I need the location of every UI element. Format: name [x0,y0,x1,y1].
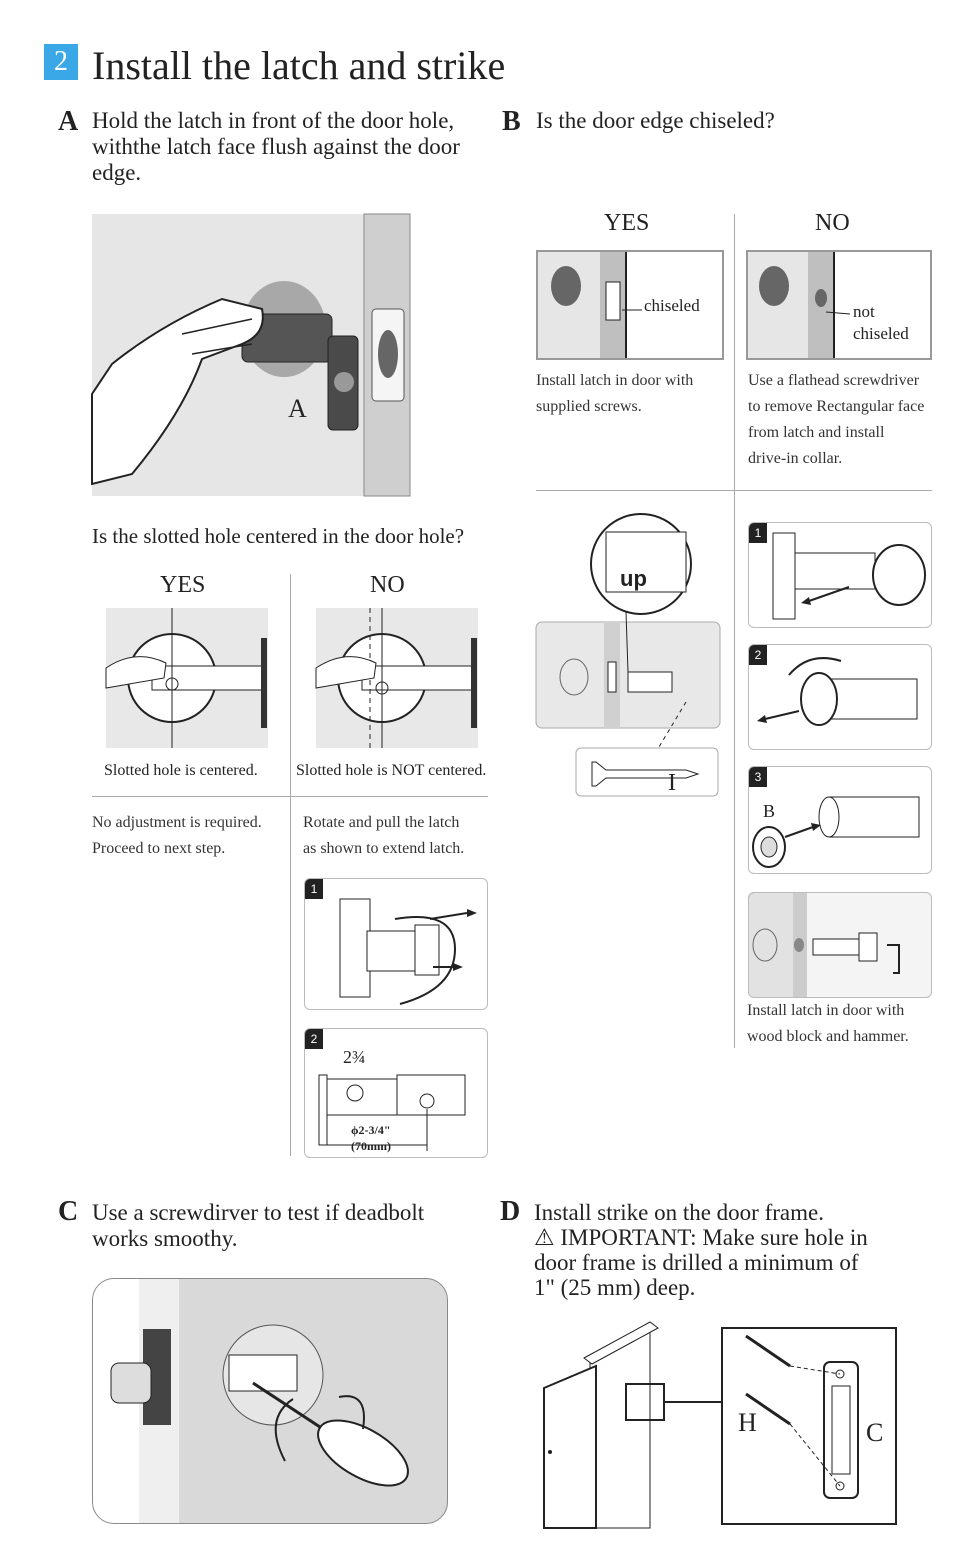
b-notes-divider [536,490,932,491]
page-title: Install the latch and strike [92,43,506,88]
centered-hole-illustration [105,608,267,748]
important-text: IMPORTANT: Make sure hole in [560,1225,868,1250]
important-warning: ⚠ IMPORTANT: Make sure hole in [534,1225,868,1251]
rotate-collar-illustration [757,657,918,726]
b-no-label: NO [815,210,850,236]
section-c-letter: C [58,1196,79,1227]
centered-hole-figure [105,608,268,748]
b-step-1-badge: 1 [749,523,767,543]
a-no-note-1: Rotate and pull the latch [303,814,460,831]
section-a-letter: A [58,106,79,137]
not-chiseled-label-1: not [853,302,875,321]
section-d-text-1: Install strike on the door frame. [534,1200,824,1225]
hammer-latch-step-4: 4 [748,892,932,998]
section-a-instruction: Hold the latch in front of the door hole… [92,108,460,185]
up-marking: up [620,566,647,591]
dimension-value: ϕ2-3/4" [351,1123,391,1137]
chiseled-figure: chiseled [536,250,724,360]
not-centered-hole-figure [315,608,478,748]
strike-plate-label: C [866,1418,884,1447]
a-yes-label: YES [160,572,206,598]
b-yes-label: YES [604,210,650,236]
b-no-note-2: to remove Rectangular face [748,398,925,415]
strike-install-illustration [543,1321,897,1529]
b-final-note-2: wood block and hammer. [747,1028,909,1045]
not-chiseled-illustration [748,252,851,358]
hammer-latch-illustration [749,893,900,997]
section-d-letter: D [500,1196,521,1227]
collar-label: B [763,801,776,821]
centered-caption: Slotted hole is centered. [104,762,258,779]
section-c-text-2: works smoothy. [92,1226,238,1251]
slotted-hole-question: Is the slotted hole centered in the door… [92,524,465,548]
install-with-screws-illustration [535,513,721,797]
latch-hold-figure: A [91,213,411,497]
screwdriver-test-figure [92,1278,448,1524]
not-centered-caption: Slotted hole is NOT centered. [296,762,487,779]
a-column-divider [290,574,291,1156]
section-c-text-1: Use a screwdirver to test if deadbolt [92,1200,425,1225]
section-b-question: Is the door edge chiseled? [536,108,775,133]
rotate-collar-step-2: 2 [748,644,932,750]
strike-screw-label: H [738,1408,757,1437]
b-column-divider [734,214,735,1048]
remove-faceplate-step-1: 1 [748,522,932,628]
latch-hold-illustration [91,213,411,497]
b-final-note-1: Install latch in door with [747,1002,905,1019]
section-d-text-4: 1" (25 mm) deep. [534,1275,696,1300]
chiseled-label: chiseled [644,296,700,315]
section-b-letter: B [502,106,521,137]
b-no-note-4: drive-in collar. [748,450,843,467]
step-number-badge: 2 [44,44,78,80]
remove-faceplate-illustration [772,532,926,620]
a-no-note-2: as shown to extend latch. [303,840,465,857]
section-d-text-3: door frame is drilled a minimum of [534,1250,859,1275]
screwdriver-test-illustration [93,1279,409,1523]
rotate-latch-step-1: 1 [304,878,488,1010]
not-chiseled-label-2: chiseled [853,324,909,343]
warning-icon: ⚠ [534,1225,555,1250]
step-2-badge: 2 [305,1029,323,1049]
not-chiseled-figure: not chiseled [746,250,932,360]
rotate-latch-illustration [339,898,477,1005]
b-no-note-1: Use a flathead screwdriver [748,372,920,389]
a-caption-divider [92,796,488,797]
a-yes-note-1: No adjustment is required. [92,814,262,831]
latch-dimension-illustration [318,1074,466,1151]
backset-dimension-label: 2¾ [343,1047,366,1067]
b-yes-note-2: supplied screws. [536,398,642,415]
install-collar-step-3: 3 B [748,766,932,874]
install-collar-illustration [752,796,920,868]
step-1-badge: 1 [305,879,323,899]
figure-a-label: A [288,394,307,423]
not-centered-hole-illustration [315,608,477,748]
b-no-note-3: from latch and install [748,424,885,441]
chiseled-illustration [538,252,642,358]
dimension-mm: (70mm) [351,1139,391,1153]
a-no-label: NO [370,572,405,598]
a-yes-note-2: Proceed to next step. [92,840,226,857]
screw-label: I [668,770,676,796]
b-yes-note-1: Install latch in door with [536,372,694,389]
b-step-3-badge: 3 [749,767,767,787]
extend-latch-step-2: 2 2¾ ϕ2-3/4" (70mm) [304,1028,488,1158]
b-step-2-badge: 2 [749,645,767,665]
